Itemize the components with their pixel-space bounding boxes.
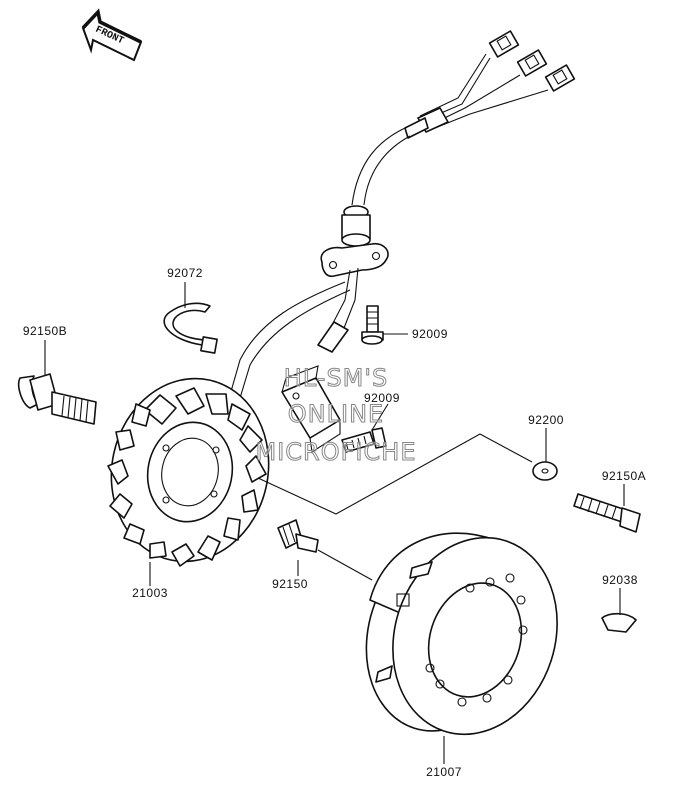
stator-21003-icon	[107, 377, 270, 567]
watermark-line-1: HL-SM'S	[284, 364, 388, 392]
bolt-92150b-icon	[17, 373, 97, 425]
callout-92038: 92038	[602, 573, 638, 587]
callout-21007: 21007	[426, 765, 462, 779]
callout-92150: 92150	[272, 577, 308, 591]
callout-92200: 92200	[528, 413, 564, 427]
callout-labels: 92072 92150B 92009 92009 92200 92150A 92…	[23, 266, 646, 779]
clamp-92072-icon	[163, 302, 218, 354]
wire-harness	[229, 30, 576, 453]
bolt-92150-icon	[277, 519, 319, 553]
callout-92150a: 92150A	[602, 469, 646, 483]
key-92038-icon	[601, 612, 637, 633]
washer-92200-icon	[532, 461, 558, 481]
callout-92150b: 92150B	[23, 324, 67, 338]
callout-92009-lower: 92009	[364, 391, 400, 405]
connector-3-icon	[544, 64, 576, 92]
callout-92009-upper: 92009	[412, 327, 448, 341]
connector-1-icon	[488, 30, 520, 58]
watermark-line-3: MICROFICHE	[256, 438, 417, 466]
bolt-92009-upper-icon	[361, 305, 384, 345]
connector-2-icon	[516, 49, 548, 77]
front-arrow-icon: FRONT	[81, 8, 143, 62]
watermark-line-2: ONLINE	[288, 400, 384, 428]
bolt-92150a-icon	[573, 493, 641, 533]
callout-21003: 21003	[132, 586, 168, 600]
watermark: HL-SM'S ONLINE MICROFICHE	[255, 364, 417, 467]
flywheel-21007-icon	[365, 532, 558, 736]
callout-92072: 92072	[167, 266, 203, 280]
leader-lines	[44, 282, 625, 764]
